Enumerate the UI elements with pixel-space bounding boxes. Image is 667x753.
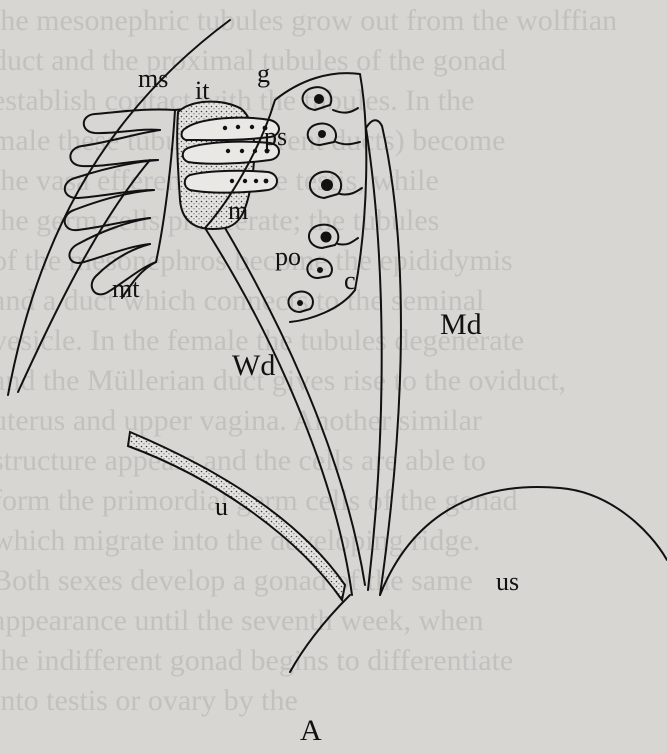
background-text-line: Both sexes develop a gonad of the same [0,564,473,597]
background-text: the mesonephric tubules grow out from th… [0,4,617,717]
label-m: m [228,196,248,225]
label-Md: Md [440,308,482,341]
label-u: u [215,492,228,521]
label-g: g [257,59,270,88]
label-it: it [195,76,210,105]
background-text-line: appearance until the seventh week, when [0,604,483,637]
background-text-line: and the Müllerian duct gives rise to the… [0,364,566,397]
label-c: c [344,266,356,295]
background-text-line: which migrate into the developing ridge. [0,524,480,557]
background-text-line: the mesonephric tubules grow out from th… [0,4,617,37]
background-text-line: structure appears and the cells are able… [0,444,486,477]
background-text-line: duct and the proximal tubules of the gon… [0,44,506,77]
label-mt: mt [112,274,140,303]
figure-label-A: A [300,714,322,747]
background-text-line: uterus and upper vagina. Another similar [0,404,482,437]
label-ms: ms [138,64,168,93]
mullerian-duct-inner [366,128,382,590]
background-text-line: the indifferent gonad begins to differen… [0,644,513,677]
label-po: po [275,242,301,271]
label-ps: ps [264,122,287,151]
label-Wd: Wd [232,349,275,382]
background-text-line: into testis or ovary by the [0,684,298,717]
label-us: us [496,567,519,596]
